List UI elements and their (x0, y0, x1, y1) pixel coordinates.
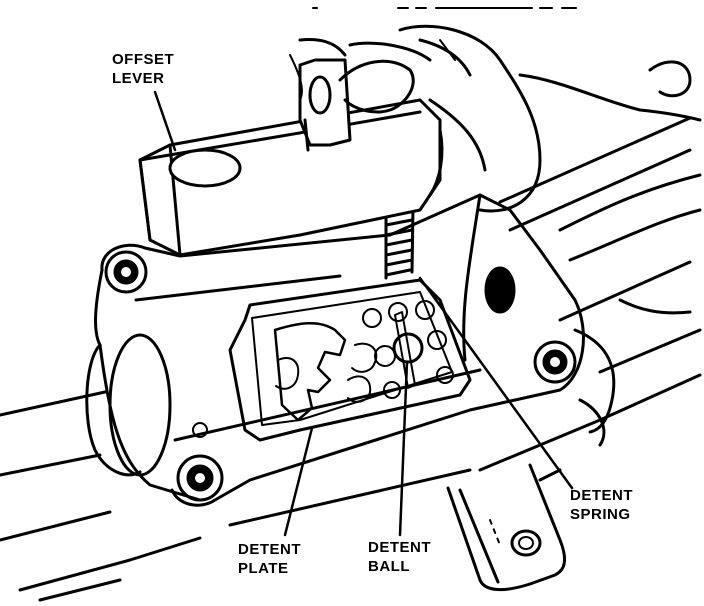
detent-holes (192, 300, 454, 438)
hand (289, 24, 702, 213)
leader-detent-plate (283, 426, 314, 537)
label-detent-plate: DETENT PLATE (238, 540, 301, 578)
screws (104, 250, 577, 502)
screw-top-left (104, 250, 148, 294)
leader-detent-ball (398, 360, 409, 537)
label-detent-spring-line2: SPRING (570, 506, 631, 523)
leader-lines (153, 90, 574, 537)
label-offset-lever-line2: LEVER (112, 70, 165, 87)
housing (85, 193, 585, 507)
label-detent-plate-line1: DETENT (238, 541, 301, 558)
column-tube (0, 116, 702, 602)
label-detent-spring-line1: DETENT (570, 487, 633, 504)
leader-offset-lever (153, 90, 177, 152)
detent-ball (392, 311, 424, 389)
cover-recess (228, 278, 472, 442)
screw-bottom-left (176, 454, 224, 502)
label-detent-plate-line2: PLATE (238, 560, 289, 577)
label-detent-ball: DETENT BALL (368, 538, 431, 576)
detent-plate (273, 322, 378, 422)
label-offset-lever-line1: OFFSET (112, 51, 175, 68)
label-detent-ball-line1: DETENT (368, 539, 431, 556)
label-offset-lever: OFFSET LEVER (112, 50, 174, 88)
detent-spring (384, 206, 415, 280)
label-detent-ball-line2: BALL (368, 558, 410, 575)
lower-link (446, 463, 567, 591)
right-bracket (538, 60, 702, 482)
label-detent-spring: DETENT SPRING (570, 486, 633, 524)
offset-lever (138, 58, 442, 257)
leader-detent-spring (418, 276, 574, 490)
screw-right (533, 340, 577, 384)
